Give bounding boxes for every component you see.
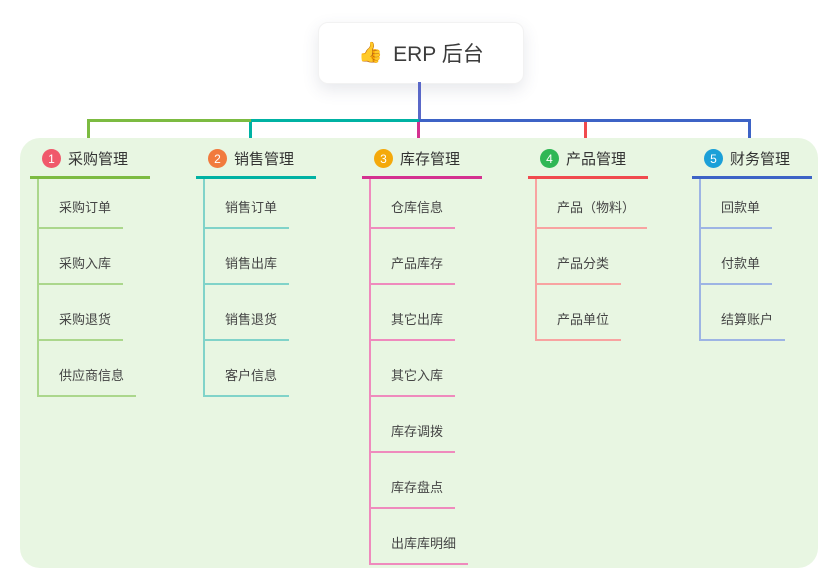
branch-drop-1 bbox=[87, 122, 90, 149]
branch-label: 采购管理 bbox=[68, 151, 129, 168]
subnode-row: 库存盘点 bbox=[371, 453, 482, 509]
root-node[interactable]: 👍 ERP 后台 bbox=[318, 22, 524, 84]
branch-number-badge: 2 bbox=[208, 149, 227, 168]
subnode-row: 产品分类 bbox=[537, 229, 648, 285]
subnode-row: 客户信息 bbox=[205, 341, 316, 397]
subnode-row: 付款单 bbox=[701, 229, 812, 285]
subnode-label[interactable]: 产品分类 bbox=[537, 253, 622, 285]
subnode-row: 产品（物料） bbox=[537, 179, 648, 229]
branch-subtree-5: 回款单付款单结算账户 bbox=[699, 179, 812, 341]
subnode-label[interactable]: 销售订单 bbox=[205, 197, 290, 229]
subnode-row: 库存调拨 bbox=[371, 397, 482, 453]
thumbs-up-icon: 👍 bbox=[358, 42, 384, 64]
branch-subtree-1: 采购订单采购入库采购退货供应商信息 bbox=[37, 179, 150, 397]
subnode-row: 供应商信息 bbox=[39, 341, 150, 397]
subnode-row: 产品库存 bbox=[371, 229, 482, 285]
branch-number-badge: 5 bbox=[704, 149, 723, 168]
branch-5: 5 财务管理回款单付款单结算账户 bbox=[692, 148, 812, 341]
subnode-label[interactable]: 出库库明细 bbox=[371, 533, 469, 565]
branch-title-4[interactable]: 4 产品管理 bbox=[528, 148, 648, 179]
subnode-row: 销售退货 bbox=[205, 285, 316, 341]
branch-label: 库存管理 bbox=[400, 151, 461, 168]
subnode-label[interactable]: 库存调拨 bbox=[371, 421, 456, 453]
subnode-label[interactable]: 产品库存 bbox=[371, 253, 456, 285]
root-label: ERP 后台 bbox=[393, 43, 484, 66]
branch-title-5[interactable]: 5 财务管理 bbox=[692, 148, 812, 179]
subnode-label[interactable]: 采购订单 bbox=[39, 197, 124, 229]
branch-drop-5 bbox=[748, 122, 751, 149]
subnode-row: 销售出库 bbox=[205, 229, 316, 285]
connector-segment-middle bbox=[251, 119, 419, 122]
branch-number-badge: 1 bbox=[42, 149, 61, 168]
branch-title-2[interactable]: 2 销售管理 bbox=[196, 148, 316, 179]
branch-subtree-4: 产品（物料） 产品分类产品单位 bbox=[535, 179, 648, 341]
subnode-row: 仓库信息 bbox=[371, 179, 482, 229]
subnode-label[interactable]: 其它入库 bbox=[371, 365, 456, 397]
subnode-label[interactable]: 销售退货 bbox=[205, 309, 290, 341]
branch-label: 产品管理 bbox=[566, 151, 627, 168]
subnode-row: 采购入库 bbox=[39, 229, 150, 285]
connector-segment-left bbox=[87, 119, 251, 122]
subnode-row: 采购订单 bbox=[39, 179, 150, 229]
branch-drop-2 bbox=[249, 122, 252, 149]
branch-drop-3 bbox=[417, 122, 420, 149]
branch-number-badge: 4 bbox=[540, 149, 559, 168]
subnode-row: 产品单位 bbox=[537, 285, 648, 341]
branch-label: 销售管理 bbox=[234, 151, 295, 168]
branches-panel: 1 采购管理采购订单采购入库采购退货供应商信息 2 销售管理销售订单销售出库销售退货客… bbox=[20, 138, 818, 568]
subnode-label[interactable]: 销售出库 bbox=[205, 253, 290, 285]
subnode-row: 出库库明细 bbox=[371, 509, 482, 565]
branch-3: 3 库存管理仓库信息产品库存其它出库其它入库库存调拨库存盘点出库库明细 bbox=[362, 148, 482, 565]
subnode-row: 回款单 bbox=[701, 179, 812, 229]
subnode-label[interactable]: 仓库信息 bbox=[371, 197, 456, 229]
subnode-row: 结算账户 bbox=[701, 285, 812, 341]
branch-drop-4 bbox=[584, 122, 587, 149]
subnode-label[interactable]: 采购退货 bbox=[39, 309, 124, 341]
subnode-label[interactable]: 客户信息 bbox=[205, 365, 290, 397]
subnode-row: 采购退货 bbox=[39, 285, 150, 341]
subnode-row: 销售订单 bbox=[205, 179, 316, 229]
branch-title-3[interactable]: 3 库存管理 bbox=[362, 148, 482, 179]
branch-label: 财务管理 bbox=[730, 151, 791, 168]
branch-number-badge: 3 bbox=[374, 149, 393, 168]
subnode-label[interactable]: 结算账户 bbox=[701, 309, 786, 341]
subnode-label[interactable]: 供应商信息 bbox=[39, 365, 137, 397]
subnode-row: 其它出库 bbox=[371, 285, 482, 341]
branch-subtree-3: 仓库信息产品库存其它出库其它入库库存调拨库存盘点出库库明细 bbox=[369, 179, 482, 565]
subnode-label[interactable]: 付款单 bbox=[701, 253, 773, 285]
branch-title-1[interactable]: 1 采购管理 bbox=[30, 148, 150, 179]
branch-1: 1 采购管理采购订单采购入库采购退货供应商信息 bbox=[30, 148, 150, 397]
branch-4: 4 产品管理产品（物料） 产品分类产品单位 bbox=[528, 148, 648, 341]
subnode-label[interactable]: 产品（物料） bbox=[537, 197, 648, 229]
subnode-label[interactable]: 库存盘点 bbox=[371, 477, 456, 509]
branch-2: 2 销售管理销售订单销售出库销售退货客户信息 bbox=[196, 148, 316, 397]
subnode-row: 其它入库 bbox=[371, 341, 482, 397]
subnode-label[interactable]: 产品单位 bbox=[537, 309, 622, 341]
subnode-label[interactable]: 回款单 bbox=[701, 197, 773, 229]
branch-subtree-2: 销售订单销售出库销售退货客户信息 bbox=[203, 179, 316, 397]
subnode-label[interactable]: 采购入库 bbox=[39, 253, 124, 285]
subnode-label[interactable]: 其它出库 bbox=[371, 309, 456, 341]
root-stem-connector bbox=[418, 82, 421, 121]
connector-segment-right bbox=[419, 119, 751, 122]
